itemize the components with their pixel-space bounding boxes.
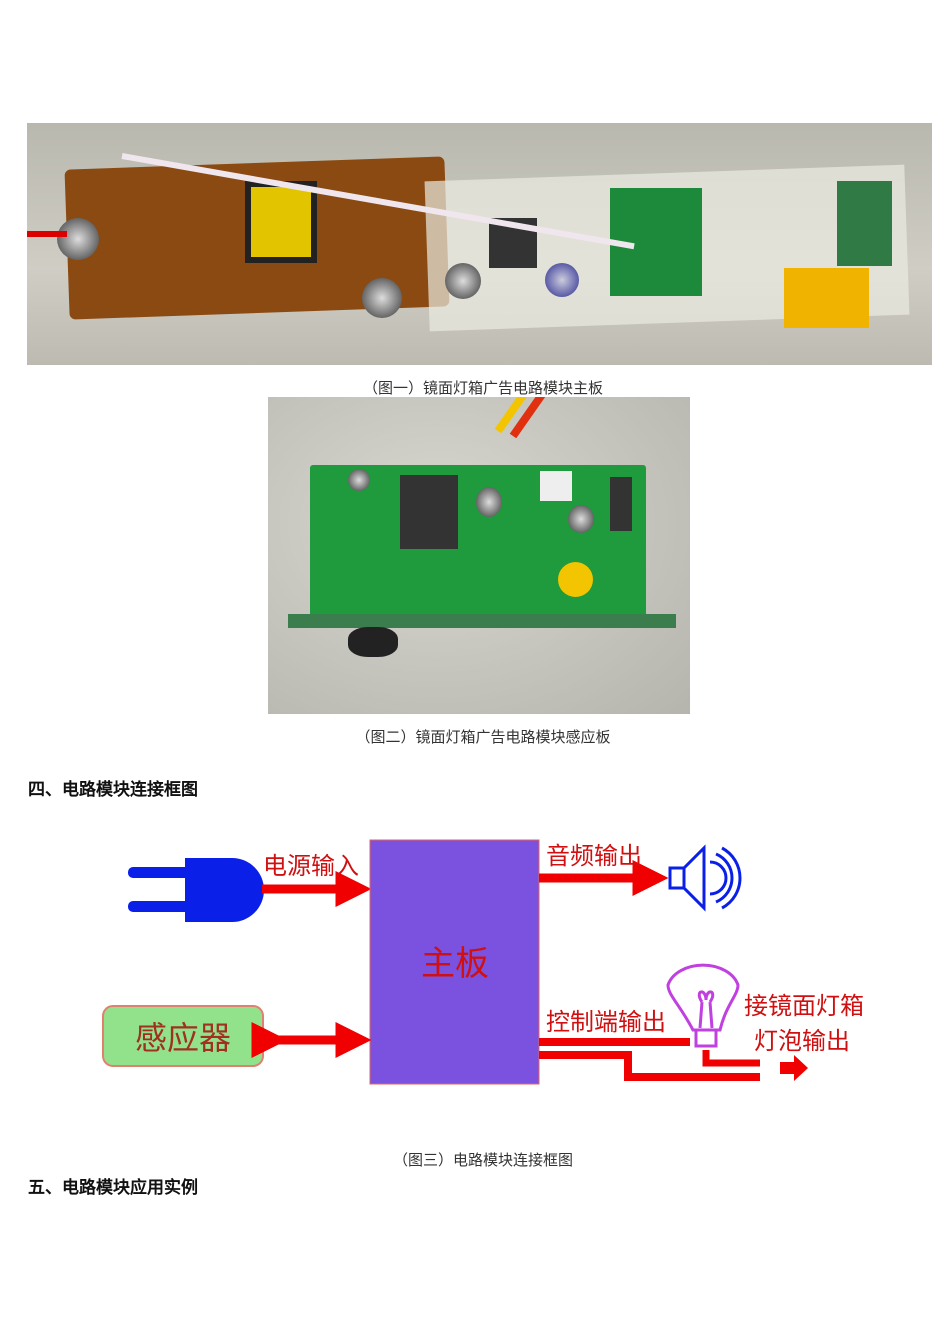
terminal-block xyxy=(837,181,892,266)
lamp-line xyxy=(539,1051,760,1081)
plug-icon xyxy=(128,858,264,922)
audio-output-label: 音频输出 xyxy=(546,842,642,870)
sensor-pcb xyxy=(310,465,646,623)
power-input-label: 电源输入 xyxy=(263,852,359,880)
capacitor xyxy=(545,263,579,297)
main-board-label: 主板 xyxy=(421,944,489,984)
lamp-label-line1: 接镜面灯箱 xyxy=(744,992,864,1020)
bulb-icon xyxy=(666,963,740,1048)
ic-chip xyxy=(610,477,632,531)
capacitor xyxy=(348,469,370,491)
board-edge xyxy=(288,614,676,628)
figure-1-caption: （图一）镜面灯箱广告电路模块主板 xyxy=(362,379,603,397)
ic-chip xyxy=(400,475,458,549)
main-board-photo xyxy=(27,123,932,365)
lamp-line xyxy=(702,1050,760,1067)
output-arrow xyxy=(780,1055,808,1081)
sensor-label: 感应器 xyxy=(135,1019,231,1057)
potentiometer xyxy=(558,562,593,597)
lamp-label-line2: 灯泡输出 xyxy=(754,1027,850,1055)
capacitor xyxy=(476,487,502,517)
red-wire xyxy=(27,231,67,237)
capacitor xyxy=(362,278,402,318)
speaker-icon xyxy=(668,844,742,912)
connector xyxy=(540,471,572,501)
sensor-board-photo xyxy=(268,397,690,714)
control-output-label: 控制端输出 xyxy=(546,1008,666,1036)
section-4-heading: 四、电路模块连接框图 xyxy=(28,780,198,800)
main-board-box xyxy=(369,839,540,1085)
capacitor xyxy=(445,263,481,299)
section-5-heading: 五、电路模块应用实例 xyxy=(28,1178,198,1198)
capacitor xyxy=(568,505,594,533)
capacitor xyxy=(57,218,99,260)
figure-3-caption: （图三）电路模块连接框图 xyxy=(392,1151,573,1169)
relay xyxy=(784,268,869,328)
pir-sensor xyxy=(348,627,398,657)
figure-2-caption: （图二）镜面灯箱广告电路模块感应板 xyxy=(355,728,611,746)
